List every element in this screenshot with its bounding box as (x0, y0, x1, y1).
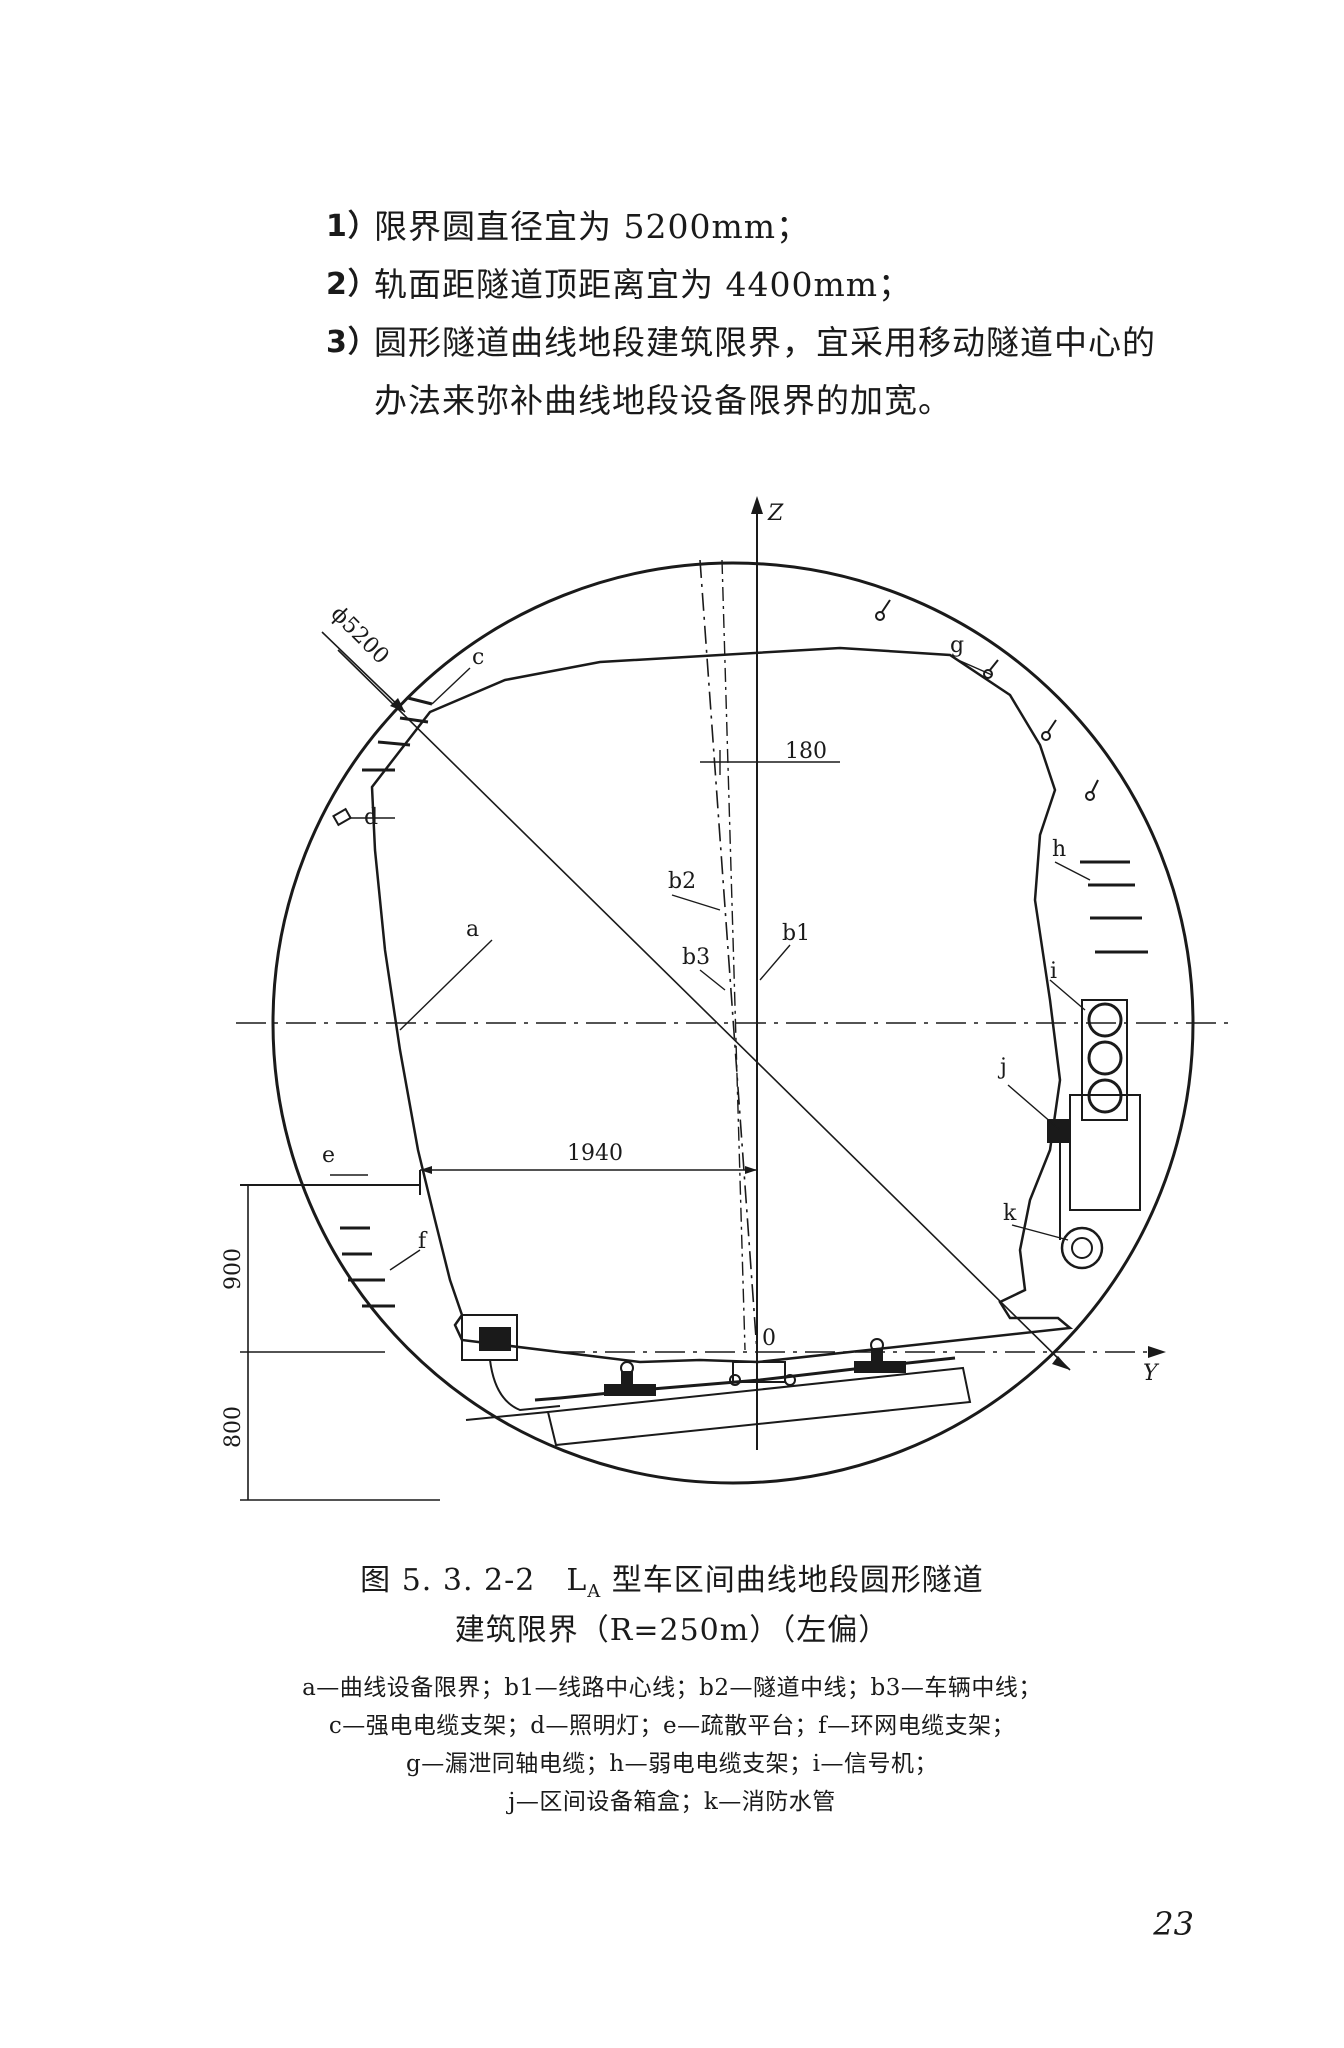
label-a: a (466, 917, 479, 942)
caption-subscript: A (587, 1581, 602, 1602)
dimension-180-label: 180 (785, 739, 827, 764)
diameter-leader (321, 631, 406, 713)
label-k: k (1003, 1201, 1017, 1226)
dimension-arrow (420, 1166, 432, 1174)
diameter-label: ϕ5200 (326, 602, 394, 670)
dimension-800-label: 800 (221, 1406, 246, 1448)
list-item: 3） 圆形隧道曲线地段建筑限界，宜采用移动隧道中心的 办法来弥补曲线地段设备限界… (326, 314, 1226, 430)
leaky-coax-hooks (875, 599, 1099, 801)
list-number: 2） (326, 267, 379, 302)
origin-label: 0 (762, 1326, 776, 1351)
label-b2: b2 (668, 869, 696, 894)
diameter-arrow (390, 698, 405, 712)
dimension-1940-label: 1940 (567, 1141, 623, 1166)
tunnel-clearance-figure: Z Y 0 ϕ5200 c d a b2 b1 b3 180 g h i j k… (221, 496, 1230, 1501)
numbered-list: 1） 限界圆直径宜为 5200mm； 2） 轨面距隧道顶距离宜为 4400mm；… (326, 198, 1226, 430)
rail-right (854, 1338, 906, 1373)
equipment-box (1047, 1094, 1141, 1240)
legend-line: j—区间设备箱盒；k—消防水管 (508, 1789, 836, 1815)
vehicle-centerline-b3 (721, 559, 746, 1351)
z-axis-label: Z (767, 501, 784, 526)
list-item: 2） 轨面距隧道顶距离宜为 4400mm； (326, 256, 1226, 314)
label-leaders (330, 659, 1091, 1271)
list-item: 1） 限界圆直径宜为 5200mm； (326, 198, 1226, 256)
label-g: g (950, 633, 964, 658)
y-axis-arrow (1148, 1346, 1166, 1358)
page-number: 23 (1153, 1905, 1194, 1943)
ring-cable-brackets (340, 1226, 395, 1308)
drainage-channel (729, 1361, 796, 1386)
dimension-arrow (745, 1166, 757, 1174)
track-cable-tray (461, 1314, 561, 1412)
label-e: e (322, 1143, 335, 1168)
label-d: d (364, 805, 378, 830)
legend-line: a—曲线设备限界；b1—线路中心线；b2—隧道中线；b3—车辆中线； (302, 1675, 1042, 1701)
dimension-900-label: 900 (221, 1248, 246, 1290)
label-b1: b1 (782, 921, 810, 946)
caption-prefix: 图 5. 3. 2-2 L (360, 1563, 588, 1598)
figure-caption-title: 图 5. 3. 2-2 LA 型车区间曲线地段圆形隧道 (0, 1555, 1344, 1602)
equipment-clearance-outline (370, 646, 1074, 1364)
tunnel-centerline-b2 (699, 559, 758, 1353)
list-text: 圆形隧道曲线地段建筑限界，宜采用移动隧道中心的 (374, 323, 1156, 362)
rail-left (604, 1361, 656, 1396)
z-axis-arrow (751, 496, 763, 514)
track-bed (546, 1366, 972, 1447)
list-number: 3） (326, 325, 379, 360)
label-j: j (997, 1055, 1007, 1080)
list-number: 1） (326, 209, 379, 244)
label-i: i (1050, 959, 1057, 984)
light-fixture (332, 807, 352, 827)
diameter-line (337, 649, 1071, 1371)
legend-line: g—漏泄同轴电缆；h—弱电电缆支架；i—信号机； (406, 1751, 938, 1777)
label-f: f (418, 1229, 428, 1254)
fire-water-pipe (1060, 1226, 1104, 1270)
signal-unit (1081, 999, 1128, 1121)
label-h: h (1052, 837, 1066, 862)
diameter-arrow (1052, 1356, 1070, 1370)
list-text: 轨面距隧道顶距离宜为 4400mm； (374, 265, 913, 304)
weak-cable-brackets (1080, 860, 1148, 954)
y-axis-label: Y (1143, 1361, 1160, 1386)
list-text-continuation: 办法来弥补曲线地段设备限界的加宽。 (374, 381, 952, 420)
label-c: c (472, 645, 484, 670)
figure-caption-subtitle: 建筑限界（R=250m）（左偏） (454, 1613, 890, 1648)
track-bed-edge (465, 1411, 549, 1421)
label-b3: b3 (682, 945, 710, 970)
power-cable-brackets (362, 696, 433, 772)
legend-line: c—强电电缆支架；d—照明灯；e—疏散平台；f—环网电缆支架； (328, 1713, 1016, 1739)
caption-title-rest: 型车区间曲线地段圆形隧道 (601, 1563, 984, 1598)
list-text: 限界圆直径宜为 5200mm； (374, 207, 811, 246)
